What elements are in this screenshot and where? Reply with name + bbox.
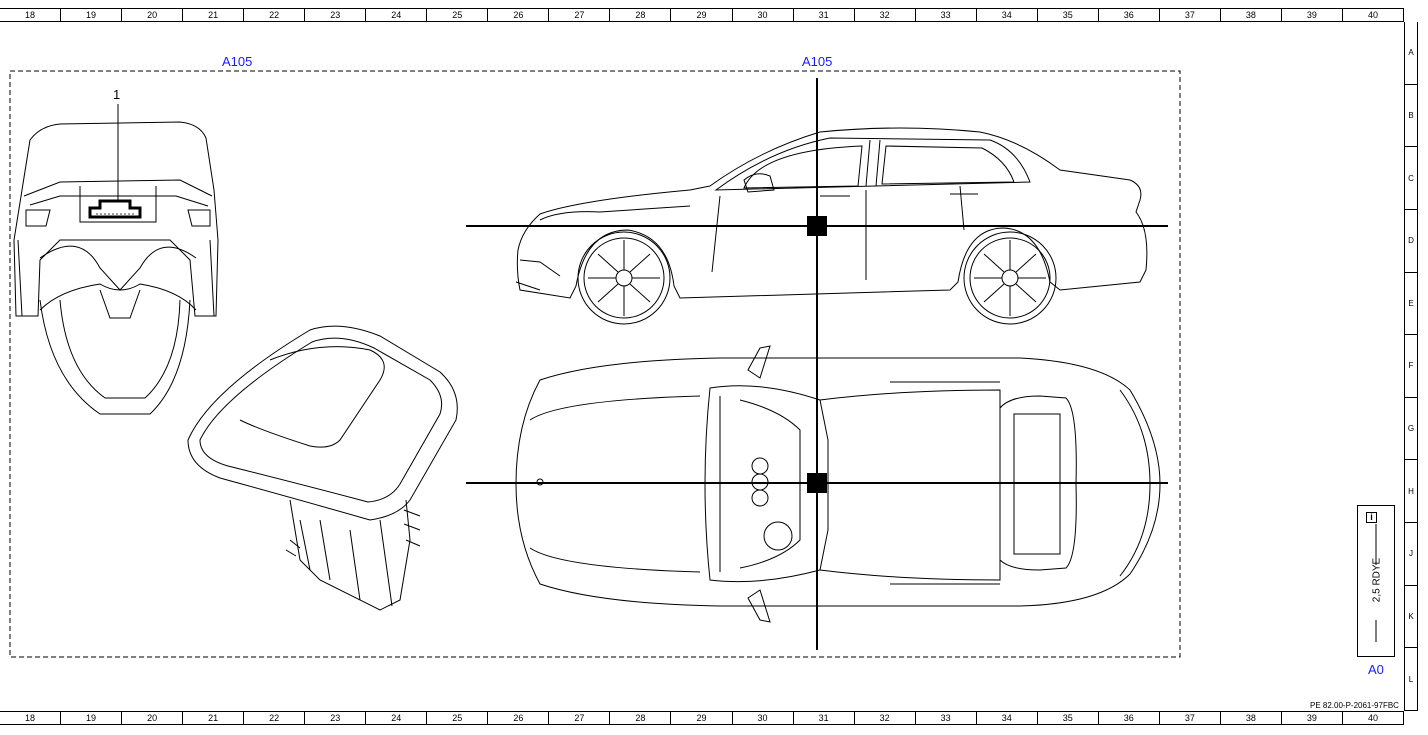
- column-label: 28: [610, 712, 672, 724]
- column-label: 36: [1099, 712, 1160, 724]
- location-marker-top: [807, 473, 827, 493]
- row-label: E: [1405, 273, 1417, 336]
- column-label: 31: [794, 9, 855, 21]
- info-box-id: A0: [1368, 662, 1384, 677]
- column-label: 33: [916, 9, 977, 21]
- column-label: 27: [549, 9, 611, 21]
- column-label: 32: [855, 712, 916, 724]
- column-label: 38: [1221, 9, 1282, 21]
- column-label: 30: [733, 9, 794, 21]
- column-label: 36: [1099, 9, 1160, 21]
- car-side-view: [515, 127, 1148, 325]
- column-label: 22: [244, 712, 306, 724]
- callout-number-1: 1: [113, 87, 121, 102]
- column-label: 20: [122, 712, 184, 724]
- column-label: 23: [305, 9, 367, 21]
- column-label: 34: [977, 9, 1038, 21]
- row-label: L: [1405, 648, 1417, 711]
- row-label: K: [1405, 586, 1417, 649]
- row-label: G: [1405, 398, 1417, 461]
- column-label: 19: [61, 9, 123, 21]
- location-marker-side: [807, 216, 827, 236]
- info-icon[interactable]: i: [1366, 512, 1377, 523]
- column-label: 31: [794, 712, 855, 724]
- column-label: 28: [610, 9, 672, 21]
- column-label: 18: [0, 712, 62, 724]
- column-label: 29: [671, 712, 733, 724]
- column-label: 26: [488, 712, 550, 724]
- column-label: 33: [916, 712, 977, 724]
- column-label: 29: [671, 9, 733, 21]
- area-label-left: A105: [222, 54, 253, 69]
- column-label: 22: [244, 9, 306, 21]
- column-label: 24: [366, 712, 428, 724]
- module-front-view: [13, 121, 219, 415]
- row-label: C: [1405, 147, 1417, 210]
- column-label: 35: [1038, 9, 1099, 21]
- column-label: 40: [1343, 9, 1404, 21]
- column-label: 21: [183, 9, 245, 21]
- column-label: 21: [183, 712, 245, 724]
- column-label: 37: [1160, 9, 1221, 21]
- column-label: 19: [61, 712, 123, 724]
- car-top-view: [515, 345, 1161, 623]
- column-label: 39: [1282, 9, 1343, 21]
- row-label: A: [1405, 22, 1417, 85]
- column-label: 25: [427, 712, 489, 724]
- row-label: D: [1405, 210, 1417, 273]
- connector-1: [88, 104, 142, 219]
- row-label: F: [1405, 335, 1417, 398]
- column-label: 20: [122, 9, 184, 21]
- column-label: 35: [1038, 712, 1099, 724]
- column-label: 25: [427, 9, 489, 21]
- column-label: 26: [488, 9, 550, 21]
- column-label: 32: [855, 9, 916, 21]
- component-area-border: [9, 70, 1181, 658]
- reference-code: PE 82.00-P-2061-97FBC: [1310, 701, 1399, 710]
- column-label: 30: [733, 712, 794, 724]
- module-isometric-view: [187, 325, 458, 611]
- wire-info-box: i 2,5 RDYE: [1357, 505, 1395, 657]
- column-label: 37: [1160, 712, 1221, 724]
- position-crosshairs: [466, 78, 1168, 650]
- column-label: 18: [0, 9, 62, 21]
- column-label: 39: [1282, 712, 1343, 724]
- column-label: 40: [1343, 712, 1404, 724]
- wire-spec-text: 2,5 RDYE: [1371, 557, 1383, 603]
- area-label-right: A105: [802, 54, 833, 69]
- column-label: 38: [1221, 712, 1282, 724]
- row-label: H: [1405, 460, 1417, 524]
- column-label: 27: [549, 712, 611, 724]
- row-label: J: [1405, 523, 1417, 586]
- column-label: 24: [366, 9, 428, 21]
- row-label: B: [1405, 85, 1417, 148]
- column-label: 23: [305, 712, 367, 724]
- column-label: 34: [977, 712, 1038, 724]
